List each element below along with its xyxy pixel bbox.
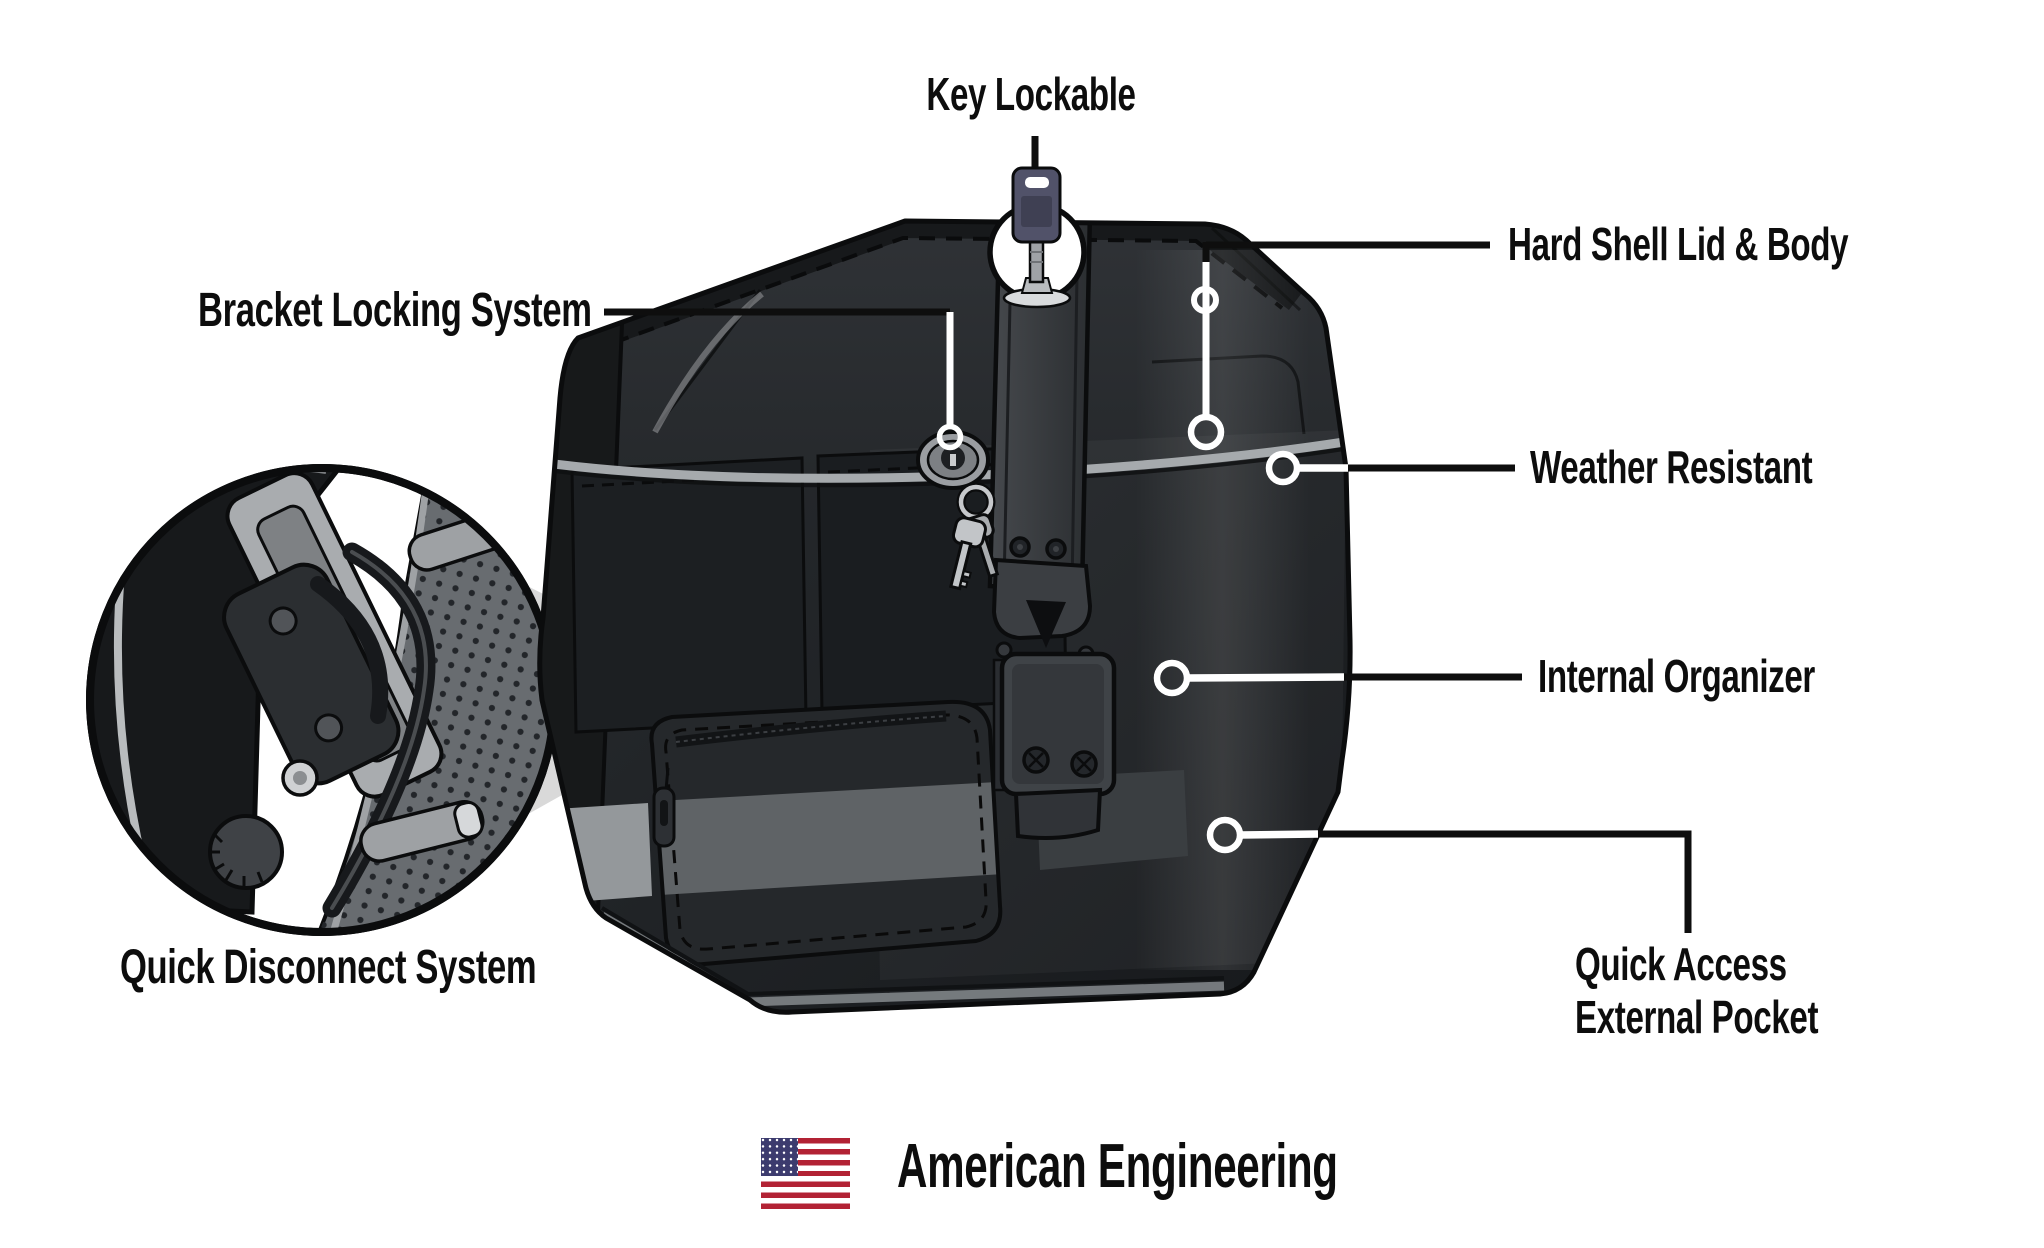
saddlebag-illustration: [537, 218, 1353, 1015]
internal-line-white: [1186, 673, 1345, 682]
callout-label-quick-access-external-pocket: Quick Access External Pocket: [1575, 938, 1818, 1045]
hardshell-line-black: [1202, 241, 1490, 263]
quick-access-line-white: [1239, 830, 1319, 839]
us-flag-icon: [761, 1138, 850, 1209]
quick-disconnect-detail-inset: [86, 464, 558, 936]
hardshell-lid-marker-ring: [1191, 286, 1219, 314]
callout-label-key-lockable: Key Lockable: [926, 68, 1136, 120]
quick-access-line-black: [1318, 830, 1692, 933]
callout-label-weather-resistant: Weather Resistant: [1530, 441, 1813, 493]
bracket-marker-ring: [936, 423, 964, 451]
callout-label-internal-organizer: Internal Organizer: [1538, 650, 1815, 702]
footer-label-american-engineering: American Engineering: [897, 1132, 1338, 1201]
callout-label-bracket-locking-system: Bracket Locking System: [198, 284, 592, 337]
callout-label-hard-shell-lid-body: Hard Shell Lid & Body: [1508, 218, 1849, 270]
callout-label-quick-disconnect-system: Quick Disconnect System: [120, 941, 537, 994]
quick-access-line2: External Pocket: [1575, 991, 1819, 1044]
quick-access-line1: Quick Access: [1575, 938, 1787, 990]
hardshell-body-marker-ring: [1187, 413, 1225, 451]
us-flag-canton: [761, 1138, 798, 1177]
key-icon: [987, 166, 1087, 309]
lock-and-keys: [916, 430, 1000, 591]
